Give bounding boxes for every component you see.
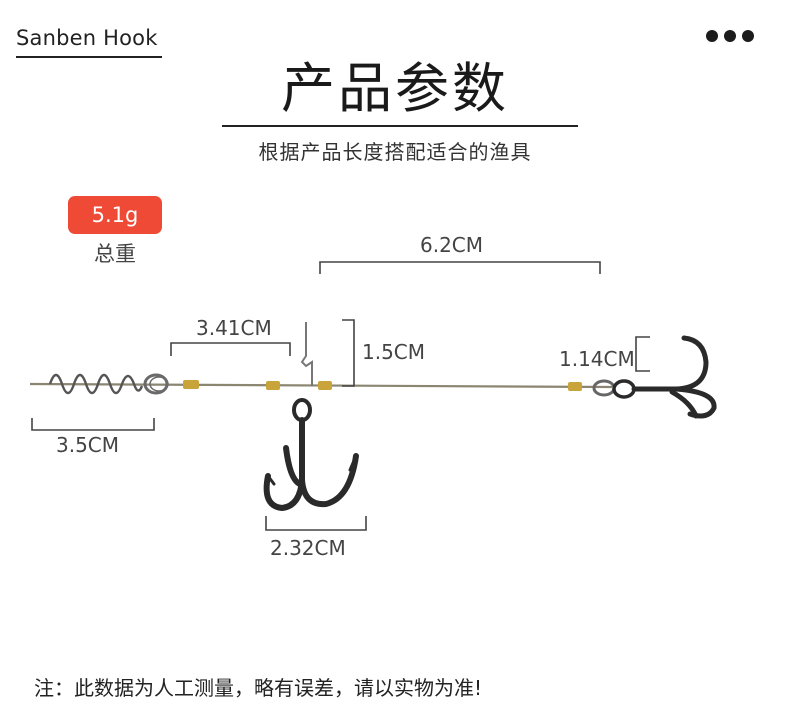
trailing-hook-label: 1.14CM — [559, 347, 635, 371]
more-dot-icon — [706, 30, 718, 42]
shank-label: 1.5CM — [362, 340, 426, 364]
screw-length-label: 3.5CM — [56, 433, 120, 457]
overall-length-bracket — [319, 261, 601, 274]
screw-coil-icon — [48, 373, 144, 395]
more-dot-icon — [742, 30, 754, 42]
brass-sleeve — [183, 380, 199, 389]
page-title: 产品参数 — [281, 57, 509, 120]
split-ring-icon — [143, 373, 169, 395]
weight-badge: 5.1g — [68, 196, 162, 234]
brass-sleeve — [568, 382, 582, 391]
page-subtitle: 根据产品长度搭配适合的渔具 — [258, 140, 532, 164]
more-menu-button[interactable] — [706, 30, 754, 42]
weight-label: 总重 — [94, 242, 136, 266]
brand-underline — [16, 56, 162, 58]
hook-width-bracket — [265, 516, 367, 531]
trailing-hook-bracket — [635, 336, 650, 372]
brass-sleeve — [266, 381, 280, 390]
overall-length-label: 6.2CM — [420, 233, 484, 257]
spacing-bracket — [170, 342, 291, 356]
screw-length-bracket — [31, 418, 155, 431]
trailing-treble-hook-icon — [612, 335, 717, 419]
title-divider — [222, 125, 578, 127]
treble-hook-icon — [263, 398, 359, 512]
spacing-label: 3.41CM — [196, 316, 272, 340]
hook-width-label: 2.32CM — [270, 536, 346, 560]
more-dot-icon — [724, 30, 736, 42]
brand-name: Sanben Hook — [16, 26, 158, 50]
measurement-note: 注：此数据为人工测量，略有误差，请以实物为准! — [34, 676, 483, 700]
shank-bracket — [342, 319, 355, 387]
brass-sleeve — [318, 381, 332, 390]
wire-loop-icon — [300, 322, 313, 386]
